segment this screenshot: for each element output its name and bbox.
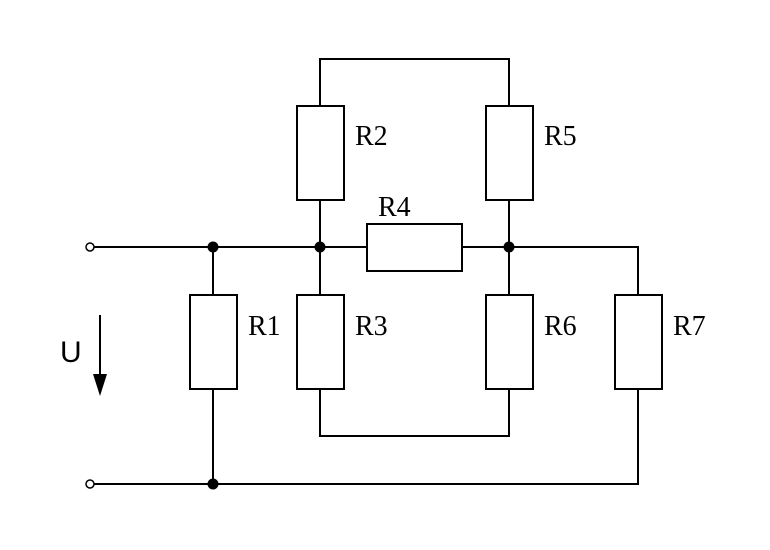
label-r3: R3 [355, 311, 388, 342]
terminals [85, 242, 95, 489]
wire-top-loop [319, 58, 510, 107]
label-r6: R6 [544, 311, 577, 342]
resistor-r5 [485, 105, 534, 201]
voltage-label: U [60, 336, 82, 369]
resistor-r1 [189, 294, 238, 390]
label-r1: R1 [248, 311, 281, 342]
resistor-r3 [296, 294, 345, 390]
junction-node-r2-r3 [314, 241, 326, 253]
label-r4: R4 [378, 192, 411, 223]
label-r5: R5 [544, 121, 577, 152]
junction-node-r5-r6 [503, 241, 515, 253]
resistor-r6 [485, 294, 534, 390]
resistors [189, 105, 663, 390]
resistor-r7 [614, 294, 663, 390]
junction-node-r1-bottom [207, 478, 219, 490]
resistor-r4 [366, 223, 463, 272]
terminal-top [85, 242, 95, 252]
junctions [207, 241, 515, 490]
wire-bottom-loop [319, 388, 510, 437]
voltage-arrow [93, 315, 107, 396]
junction-node-r1-top [207, 241, 219, 253]
voltage-arrow-head [93, 374, 107, 396]
label-r2: R2 [355, 121, 388, 152]
wires [93, 58, 639, 485]
resistor-r2 [296, 105, 345, 201]
label-r7: R7 [673, 311, 706, 342]
terminal-bottom [85, 479, 95, 489]
